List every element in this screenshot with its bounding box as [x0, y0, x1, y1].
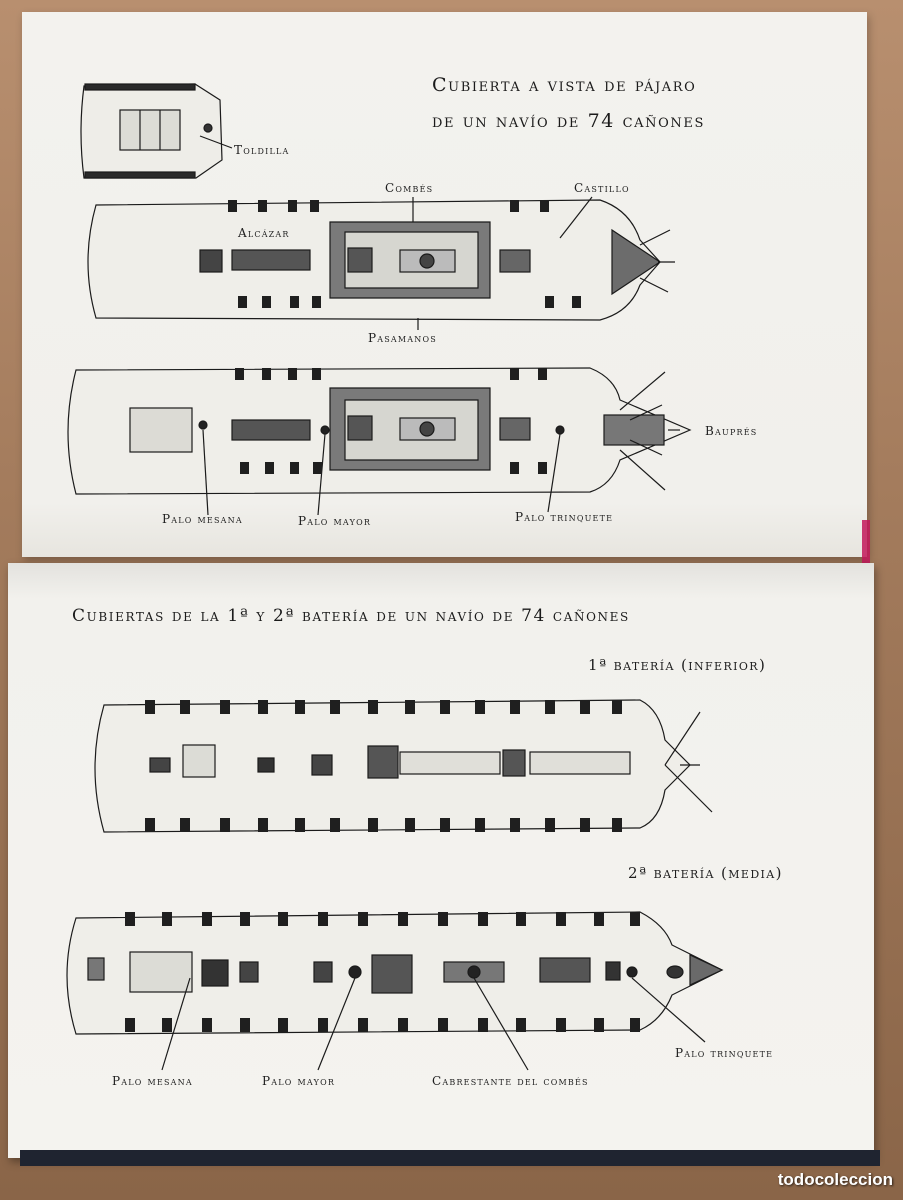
label-palo-mayor-bottom: Palo mayor	[262, 1074, 336, 1088]
label-palo-trinquete-bottom: Palo trinquete	[675, 1046, 774, 1060]
toldilla-deck-drawing	[80, 83, 223, 179]
upper-deck-cannons	[228, 200, 581, 474]
label-pasamanos: Pasamanos	[368, 331, 437, 345]
label-palo-mesana-top: Palo mesana	[162, 512, 243, 526]
label-battery-2: 2ª batería (media)	[628, 864, 783, 882]
label-alcazar: Alcázar	[238, 226, 290, 240]
label-baupres: Bauprés	[705, 424, 758, 438]
top-title-line1: Cubierta a vista de pájaro	[432, 74, 697, 96]
label-cabrestante: Cabrestante del combés	[432, 1074, 589, 1088]
label-battery-1: 1ª batería (inferior)	[588, 656, 767, 674]
bookmark-ribbon	[862, 520, 870, 600]
book-cover-edge	[20, 1150, 880, 1166]
label-palo-mayor-top: Palo mayor	[298, 514, 372, 528]
label-toldilla: Toldilla	[234, 143, 290, 157]
middle-deck-hull	[67, 367, 692, 516]
label-palo-mesana-bottom: Palo mesana	[112, 1074, 193, 1088]
upper-deck-hull	[87, 199, 675, 321]
first-battery-hull	[94, 699, 713, 833]
label-palo-trinquete-top: Palo trinquete	[515, 510, 614, 524]
top-deck-diagram	[67, 83, 692, 516]
top-title-line2: de un navío de 74 cañones	[432, 110, 705, 132]
battery-cannons	[125, 700, 640, 1032]
second-battery-hull	[66, 911, 724, 1071]
bottom-title: Cubiertas de la 1ª y 2ª batería de un na…	[72, 606, 630, 626]
label-castillo: Castillo	[574, 181, 630, 195]
watermark-logo: todocoleccion	[777, 1170, 893, 1189]
label-combes: Combés	[385, 181, 434, 195]
book-page-bottom	[8, 563, 874, 1158]
